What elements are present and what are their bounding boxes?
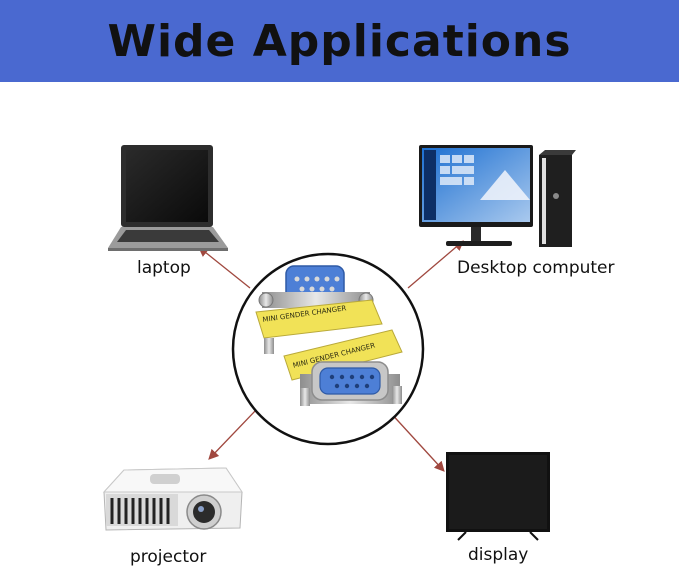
header-banner: Wide Applications <box>0 0 679 82</box>
laptop-icon <box>108 145 228 251</box>
arrow-to-projector <box>208 409 257 460</box>
arrow-to-laptop <box>197 246 251 289</box>
page-title: Wide Applications <box>107 15 572 67</box>
male-connector-icon <box>255 265 383 354</box>
arrow-to-display <box>387 409 445 472</box>
female-connector-icon <box>283 329 403 406</box>
display-label: display <box>468 545 529 565</box>
arrow-to-desktop <box>407 240 464 289</box>
desktop-computer-label: Desktop computer <box>457 258 615 278</box>
gender-changer-adapter <box>231 252 425 446</box>
projector-icon <box>102 467 243 531</box>
laptop-label: laptop <box>137 258 191 278</box>
desktop-computer-icon <box>419 145 576 247</box>
display-icon <box>446 452 550 541</box>
projector-label: projector <box>130 547 207 567</box>
